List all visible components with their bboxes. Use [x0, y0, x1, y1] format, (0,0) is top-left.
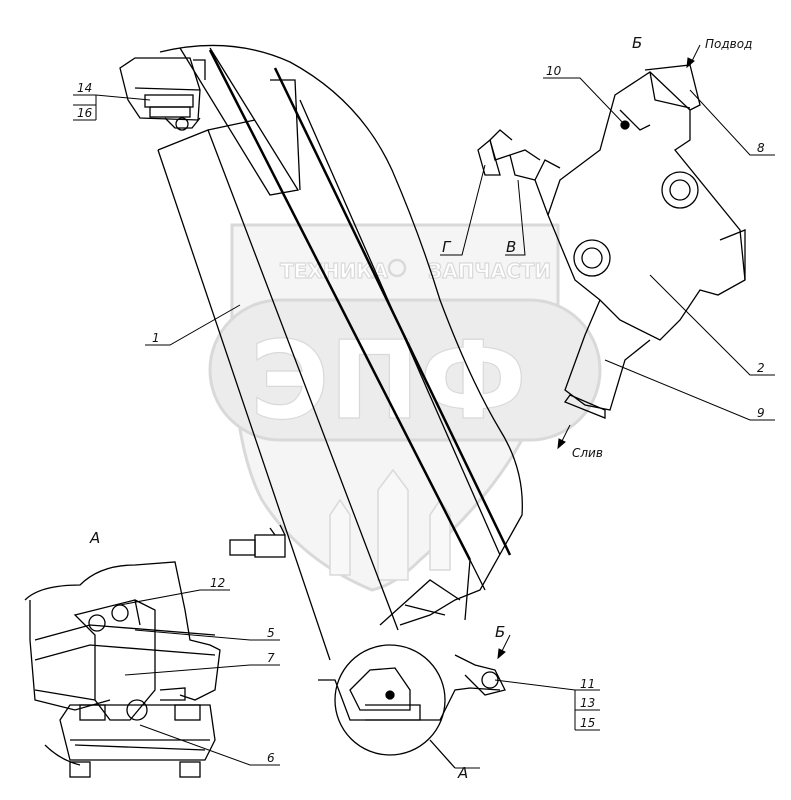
label-2: 2 — [757, 361, 765, 375]
drain-arrowhead — [557, 438, 566, 450]
label-9: 9 — [757, 406, 765, 420]
label-port-v: В — [506, 238, 516, 256]
watermark-logo: ЭПФ — [250, 319, 527, 444]
label-drain: Слив — [572, 446, 603, 460]
label-15: 15 — [580, 716, 595, 730]
label-5: 5 — [267, 626, 275, 640]
label-14: 14 — [77, 81, 92, 95]
label-8: 8 — [757, 141, 765, 155]
label-view-b-arrow: Б — [495, 623, 505, 641]
main-assembly — [119, 44, 523, 661]
view-b-arrowhead — [497, 648, 506, 660]
label-6: 6 — [267, 751, 275, 765]
label-1: 1 — [152, 331, 160, 345]
label-view-a-callout: А — [457, 764, 468, 782]
view-a-detail — [24, 561, 221, 778]
supply-arrowhead — [686, 57, 695, 69]
label-16: 16 — [77, 106, 93, 120]
watermark-line2: ЗАПЧАСТИ — [428, 259, 551, 283]
side-fitting — [229, 524, 286, 558]
label-11: 11 — [580, 677, 595, 691]
watermark: ТЕХНИКА ЗАПЧАСТИ ЭПФ — [208, 223, 602, 592]
label-view-a-title: А — [89, 529, 100, 547]
gear-icon — [387, 258, 407, 278]
flow-arrows — [497, 44, 701, 660]
label-12: 12 — [210, 576, 225, 590]
labels: 14 16 10 Б Подвод 8 Г В 1 2 9 Слив А 12 … — [77, 34, 765, 782]
leader-lines — [73, 77, 775, 769]
watermark-oval — [208, 298, 602, 442]
valve-block — [477, 64, 746, 419]
label-view-b-title: Б — [632, 34, 642, 52]
label-13: 13 — [580, 696, 595, 710]
label-7: 7 — [267, 651, 275, 665]
label-10: 10 — [546, 64, 562, 78]
label-port-g: Г — [442, 238, 452, 256]
callout-a-circle — [318, 644, 501, 769]
wheat-icon — [329, 468, 451, 581]
label-supply: Подвод — [705, 37, 752, 51]
watermark-line1: ТЕХНИКА — [280, 259, 389, 283]
